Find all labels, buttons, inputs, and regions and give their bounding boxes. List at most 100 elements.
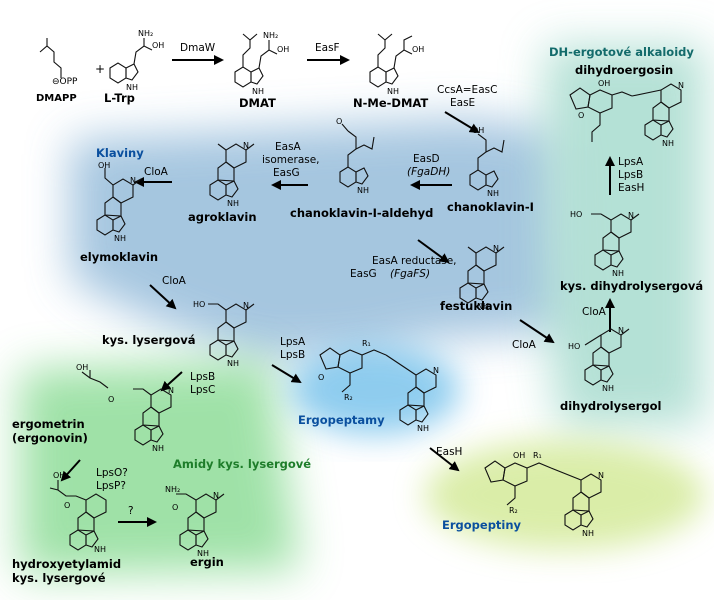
atom-n-dhacid: N bbox=[628, 211, 634, 220]
enzyme-cloa-elymo: CloA bbox=[144, 166, 168, 178]
atom-nh-elymo: NH bbox=[114, 234, 126, 243]
atom-nh-agro: NH bbox=[227, 199, 239, 208]
atom-oh-nmedmat: OH bbox=[412, 45, 424, 54]
ergopeptin-structure bbox=[484, 460, 602, 531]
arrow-lpso bbox=[60, 459, 81, 482]
atom-oh-elymo: OH bbox=[98, 161, 110, 170]
enzyme-lpsb-ergom: LpsB bbox=[190, 371, 216, 383]
enzyme-easa-iso: EasA bbox=[275, 141, 301, 153]
kys-dihydrolysergova-structure bbox=[591, 213, 640, 271]
enzyme-lpsa-dh: LpsA bbox=[618, 156, 644, 168]
compound-chanoklavin1: chanoklavin-I bbox=[447, 200, 534, 214]
ergopeptiny-region bbox=[425, 440, 705, 550]
compound-chanoklavin-aldehyd: chanoklavin-I-aldehyd bbox=[290, 206, 434, 220]
atom-nh-chano: NH bbox=[487, 189, 499, 198]
atom-o-hydroxy: O bbox=[64, 501, 70, 510]
atom-nh-dhergosin: NH bbox=[662, 139, 674, 148]
compound-elymoklavin: elymoklavin bbox=[80, 250, 159, 264]
atom-nh-ergopeptam: NH bbox=[417, 424, 429, 433]
arrow-cloa-dihydrolysergol bbox=[519, 319, 555, 344]
atom-oh-ergometrin: OH bbox=[76, 363, 88, 372]
arrow-eash bbox=[429, 447, 460, 472]
atom-nh2-dmat: NH₂ bbox=[263, 31, 278, 40]
compound-ltrp: L-Trp bbox=[104, 91, 135, 105]
enzyme-lpsc-ergom: LpsC bbox=[190, 384, 216, 396]
enzyme-lpsb-dh: LpsB bbox=[618, 169, 644, 181]
group-dh-ergotove: DH-ergotové alkaloidy bbox=[549, 45, 694, 59]
compound-festuklavin: festuklavin bbox=[440, 299, 513, 313]
atom-opp: ⊖OPP bbox=[52, 77, 78, 87]
atom-nh-ergin: NH bbox=[197, 549, 209, 558]
enzyme-easg-iso: EasG bbox=[273, 167, 300, 179]
atom-nh-hydroxy: NH bbox=[94, 545, 106, 554]
compound-ergonovin: (ergonovin) bbox=[12, 431, 88, 445]
atom-n-ergometrin: N bbox=[168, 386, 174, 395]
atom-n-ergopeptam: N bbox=[433, 366, 439, 375]
atom-nh-lysergic: NH bbox=[227, 359, 239, 368]
atom-r2-ergopeptam: R₂ bbox=[344, 393, 353, 402]
enzyme-cloa-dhlysergol: CloA bbox=[512, 339, 536, 351]
atom-n-ergin: N bbox=[213, 491, 219, 500]
group-amidy: Amidy kys. lysergové bbox=[173, 457, 312, 471]
chanoklavin1-structure bbox=[469, 133, 505, 191]
amidy-region bbox=[20, 360, 300, 575]
enzyme-cloa-dhacid: CloA bbox=[582, 306, 606, 318]
atom-nh-ergopeptin: NH bbox=[582, 529, 594, 538]
atom-n-ergopeptin: N bbox=[598, 471, 604, 480]
hydroxyetylamid-structure bbox=[49, 480, 107, 551]
agroklavin-structure bbox=[209, 143, 255, 201]
atom-nh-dmat: NH bbox=[252, 87, 264, 96]
compound-kys-lysergova: kys. lysergová bbox=[102, 333, 196, 347]
enzyme-easa-reductase: EasA reductase, bbox=[372, 255, 457, 267]
atom-nh-ergometrin: NH bbox=[152, 444, 164, 453]
enzyme-lpsp: LpsP? bbox=[96, 480, 126, 492]
compound-ergometrin: ergometrin bbox=[12, 417, 85, 431]
atom-o-dhergosin: O bbox=[578, 111, 584, 120]
atom-nh-dhlysergol: NH bbox=[602, 384, 614, 393]
dihydrolysergol-structure bbox=[584, 328, 630, 386]
background-regions bbox=[20, 45, 705, 575]
klaviny-region bbox=[70, 118, 570, 360]
atom-r1-ergopeptam: R₁ bbox=[362, 339, 371, 348]
compound-ergin: ergin bbox=[190, 555, 224, 569]
enzyme-easd: EasD bbox=[413, 153, 440, 165]
atom-n-dhlysergol: N bbox=[618, 326, 624, 335]
enzyme-easg-red: EasG bbox=[350, 268, 377, 280]
enzyme-fgadh: (FgaDH) bbox=[407, 166, 451, 178]
group-ergopeptiny: Ergopeptiny bbox=[442, 518, 522, 532]
enzyme-eash-dh: EasH bbox=[618, 182, 645, 194]
ergin-structure bbox=[176, 493, 225, 551]
atom-o-ergopeptam: O bbox=[318, 373, 324, 382]
atom-nh2-ltrp: NH₂ bbox=[138, 29, 153, 38]
atom-ho-lysergic: HO bbox=[193, 300, 205, 309]
atom-symbols: ⊖OPP NH NH₂ OH NH NH₂ OH NH OH NH OH O N… bbox=[52, 29, 684, 558]
atom-oh-dmat: OH bbox=[277, 45, 289, 54]
enzyme-lpsa-peptam: LpsA bbox=[280, 336, 306, 348]
enzyme-fgafs: (FgaFS) bbox=[390, 268, 431, 280]
ltrp-structure bbox=[109, 38, 153, 84]
enzyme-isomerase: isomerase, bbox=[262, 154, 320, 166]
festuklavin-structure bbox=[459, 246, 505, 304]
compound-kys-dihydrolysergova: kys. dihydrolysergová bbox=[560, 279, 704, 293]
compound-dihydroergosin: dihydroergosin bbox=[575, 63, 674, 77]
atom-ho-dhlysergol: HO bbox=[568, 342, 580, 351]
group-klaviny: Klaviny bbox=[96, 146, 144, 160]
atom-oh-dhergosin: OH bbox=[598, 79, 610, 88]
arrow-lpsb-lpsc bbox=[160, 371, 183, 392]
atom-nh-festu: NH bbox=[477, 302, 489, 311]
atom-oh-ltrp: OH bbox=[152, 41, 164, 50]
reaction-arrows bbox=[60, 55, 615, 527]
molecule-structures bbox=[39, 33, 682, 551]
compound-dmapp: DMAPP bbox=[36, 93, 77, 104]
atom-nh-nmedmat: NH bbox=[387, 87, 399, 96]
compound-agroklavin: agroklavin bbox=[188, 210, 257, 224]
dmapp-structure bbox=[39, 38, 62, 78]
enzyme-lpso: LpsO? bbox=[96, 467, 128, 479]
arrow-easa-reductase bbox=[417, 239, 450, 264]
enzyme-cloa-lysergic: CloA bbox=[162, 275, 186, 287]
arrow-lpsa-lpsb bbox=[271, 364, 302, 384]
compound-hydroxyetylamid: hydroxyetylamid bbox=[12, 557, 122, 571]
atom-n-lysergic: N bbox=[243, 301, 249, 310]
atom-n-festu: N bbox=[493, 244, 499, 253]
